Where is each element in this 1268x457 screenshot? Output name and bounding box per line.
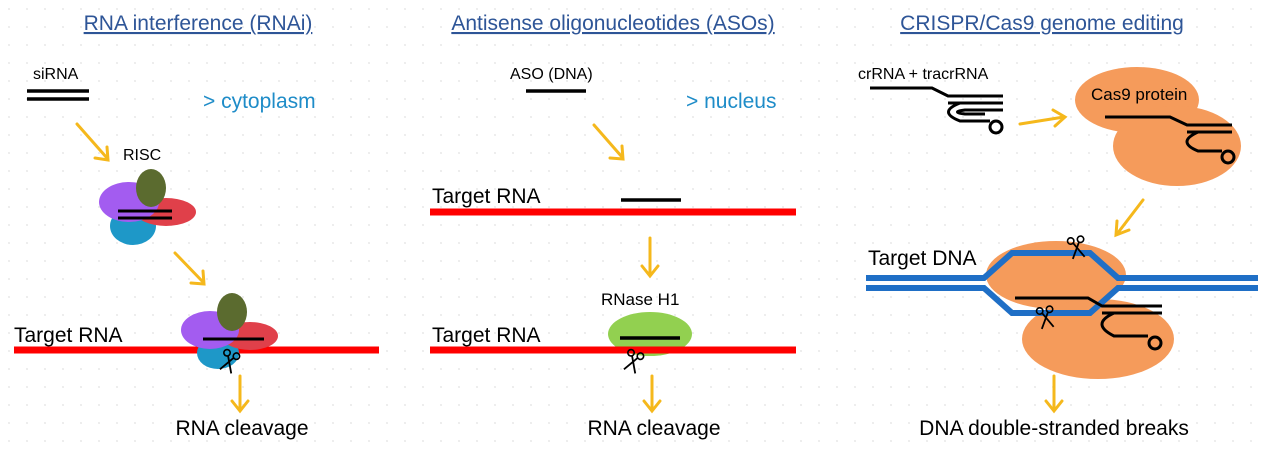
panel-crispr: CRISPR/Cas9 genome editing crRNA + tracr…	[858, 12, 1258, 440]
guide-rna	[870, 86, 1004, 135]
location-nucleus: > nucleus	[686, 90, 776, 113]
cas9-complex	[1075, 67, 1241, 186]
panel-title-crispr: CRISPR/Cas9 genome editing	[900, 12, 1184, 35]
outcome-rna-cleavage-aso: RNA cleavage	[587, 417, 720, 440]
arrow-risc-to-target	[173, 251, 206, 286]
outcome-dna-double-stranded-breaks: DNA double-stranded breaks	[919, 417, 1189, 440]
risc-label: RISC	[123, 147, 161, 164]
arrow-sirna-to-risc	[75, 122, 110, 162]
arrow-cas9-to-dna	[1114, 198, 1145, 238]
target-rna-label-aso-top: Target RNA	[432, 185, 541, 208]
panel-aso: Antisense oligonucleotides (ASOs) ASO (D…	[430, 12, 796, 440]
outcome-rna-cleavage-rnai: RNA cleavage	[175, 417, 308, 440]
cas9-protein-label: Cas9 protein	[1091, 85, 1187, 104]
arrow-guide-to-cas9	[1018, 108, 1068, 128]
rnase-h1-label: RNase H1	[601, 290, 679, 309]
target-dna-duplex	[866, 250, 1258, 316]
target-rna-label-aso-bottom: Target RNA	[432, 324, 541, 347]
risc-bound-complex	[181, 293, 278, 369]
rnase-h1-enzyme	[608, 312, 692, 356]
sirna-duplex	[27, 89, 89, 101]
location-cytoplasm: > cytoplasm	[203, 90, 316, 113]
aso-label: ASO (DNA)	[510, 66, 593, 83]
arrow-to-rna-cleavage-rnai	[230, 374, 250, 414]
panel-title-aso: Antisense oligonucleotides (ASOs)	[451, 12, 774, 35]
panel-rnai: RNA interference (RNAi) siRNA > cytoplas…	[14, 12, 379, 440]
arrow-to-rna-cleavage-aso	[642, 374, 662, 414]
arrow-aso-to-target	[592, 123, 625, 161]
sirna-label: siRNA	[33, 66, 79, 83]
arrow-to-dna-breaks	[1044, 374, 1064, 414]
panel-title-rnai: RNA interference (RNAi)	[84, 12, 313, 35]
target-dna-label: Target DNA	[868, 247, 977, 270]
target-rna-label-rnai: Target RNA	[14, 324, 123, 347]
risc-complex	[99, 169, 196, 245]
cas9-bound-guide	[1015, 296, 1163, 351]
arrow-to-rnase	[640, 236, 660, 279]
cas9-dna-complex	[986, 241, 1174, 379]
crrna-tracrrna-label: crRNA + tracrRNA	[858, 66, 989, 83]
